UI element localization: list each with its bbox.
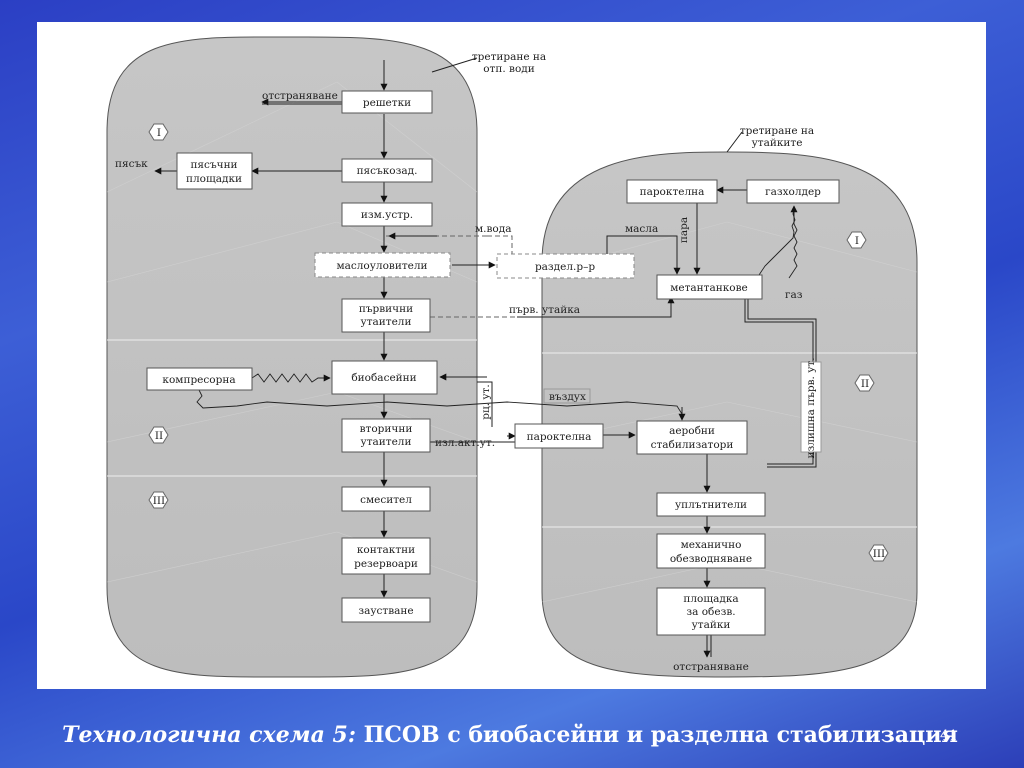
box-zaustvane: заустване: [341, 597, 431, 623]
diagram-canvas: третиране на отп. води третиране на утай…: [37, 22, 986, 689]
svg-text:стабилизатори: стабилизатори: [651, 439, 734, 451]
svg-text:компресорна: компресорна: [162, 374, 235, 386]
right-stage-2: II: [854, 374, 875, 392]
label-parv-utaika: първ. утайка: [509, 304, 580, 316]
label-vazduh: въздух: [549, 391, 586, 403]
box-razdel: раздел.р–р: [496, 253, 635, 279]
box-piasachni: пясъчни площадки: [176, 152, 253, 190]
box-piasakozad: пясъкозад.: [341, 158, 433, 183]
svg-text:I: I: [157, 127, 161, 139]
box-reshetki: решетки: [341, 90, 433, 114]
svg-text:площадка: площадка: [683, 593, 738, 605]
svg-text:контактни: контактни: [357, 544, 415, 556]
svg-text:смесител: смесител: [360, 494, 412, 506]
left-stage-3: III: [148, 491, 169, 509]
svg-text:заустване: заустване: [358, 605, 413, 617]
label-izl-akt-ut: изл.акт.ут.: [435, 437, 495, 449]
box-mehanichno: механично обезводняване: [656, 533, 766, 569]
left-stage-2: II: [148, 426, 169, 444]
left-stage-1: I: [148, 123, 169, 141]
svg-text:аеробни: аеробни: [669, 425, 715, 437]
box-masloulovitel: маслоуловители: [314, 252, 451, 278]
box-smesitel: смесител: [341, 486, 431, 512]
svg-text:пясъкозад.: пясъкозад.: [357, 165, 418, 177]
svg-text:II: II: [861, 378, 869, 390]
svg-text:за обезв.: за обезв.: [686, 606, 735, 618]
box-biobaseini: биобасейни: [331, 360, 438, 395]
left-header-line-2: отп. води: [483, 63, 535, 75]
box-gazholder: газхолдер: [746, 179, 840, 204]
svg-text:III: III: [873, 548, 885, 560]
svg-text:решетки: решетки: [363, 97, 411, 109]
label-rc-ut: рц. ут.: [480, 384, 492, 419]
slide-number: 41: [940, 728, 958, 744]
svg-text:утаители: утаители: [361, 316, 412, 328]
svg-text:първични: първични: [359, 303, 413, 315]
label-masla: масла: [625, 223, 658, 235]
left-header-line-1: третиране на: [472, 51, 546, 63]
slide-title: Технологична схема 5: ПСОВ с биобасейни …: [60, 722, 960, 758]
svg-text:I: I: [855, 235, 859, 247]
box-kompresorna: компресорна: [146, 367, 253, 391]
box-izm-ustr: изм.устр.: [341, 202, 433, 227]
label-gaz: газ: [785, 289, 803, 301]
svg-text:площадки: площадки: [186, 173, 242, 185]
right-header-line-1: третиране на: [740, 125, 814, 137]
right-header-line-2: утайките: [752, 137, 803, 149]
svg-text:III: III: [153, 495, 165, 507]
box-metantankove: метантанкове: [656, 274, 763, 300]
box-paroktelna-top: пароктелна: [626, 179, 718, 204]
label-otstraniavane-bottom: отстраняване: [673, 661, 749, 673]
svg-text:обезводняване: обезводняване: [670, 553, 752, 565]
box-parvichni: първични утаители: [341, 298, 431, 333]
svg-text:раздел.р–р: раздел.р–р: [535, 261, 595, 273]
svg-text:утаители: утаители: [361, 436, 412, 448]
svg-text:пясъчни: пясъчни: [190, 159, 237, 171]
label-para: пара: [678, 217, 690, 243]
svg-text:II: II: [155, 430, 163, 442]
svg-text:вторични: вторични: [360, 423, 413, 435]
right-capsule: [541, 151, 918, 678]
svg-text:метантанкове: метантанкове: [670, 282, 748, 294]
svg-text:газхолдер: газхолдер: [765, 186, 821, 198]
svg-text:маслоуловители: маслоуловители: [336, 260, 427, 272]
label-otstraniavane-top: отстраняване: [262, 90, 338, 102]
svg-text:изм.устр.: изм.устр.: [361, 209, 413, 221]
slide-title-rest: ПСОВ с биобасейни и разделна стабилизаци…: [355, 722, 958, 748]
box-ploshtadka: площадка за обезв. утайки: [656, 587, 766, 636]
label-m-voda: м.вода: [475, 223, 511, 235]
svg-text:биобасейни: биобасейни: [351, 372, 416, 384]
process-flow-diagram: третиране на отп. води третиране на утай…: [106, 36, 918, 678]
box-kontaktni: контактни резервоари: [341, 537, 431, 575]
svg-text:утайки: утайки: [692, 619, 731, 631]
svg-text:механично: механично: [681, 539, 742, 551]
box-vtorichni: вторични утаители: [341, 418, 431, 453]
box-uplatniteli: уплътнители: [656, 492, 766, 517]
label-piasak: пясък: [115, 158, 148, 170]
box-aerobni: аеробни стабилизатори: [636, 420, 748, 455]
svg-text:пароктелна: пароктелна: [527, 431, 592, 443]
svg-text:пароктелна: пароктелна: [640, 186, 705, 198]
slide-title-italic: Технологична схема 5:: [62, 722, 356, 748]
right-stage-1: I: [846, 231, 867, 249]
label-izlishna: излишна първ. ут.: [805, 357, 817, 458]
svg-text:резервоари: резервоари: [354, 558, 418, 570]
svg-text:уплътнители: уплътнители: [675, 499, 747, 511]
box-paroktelna-mid: пароктелна: [514, 423, 604, 449]
right-stage-3: III: [868, 544, 889, 562]
